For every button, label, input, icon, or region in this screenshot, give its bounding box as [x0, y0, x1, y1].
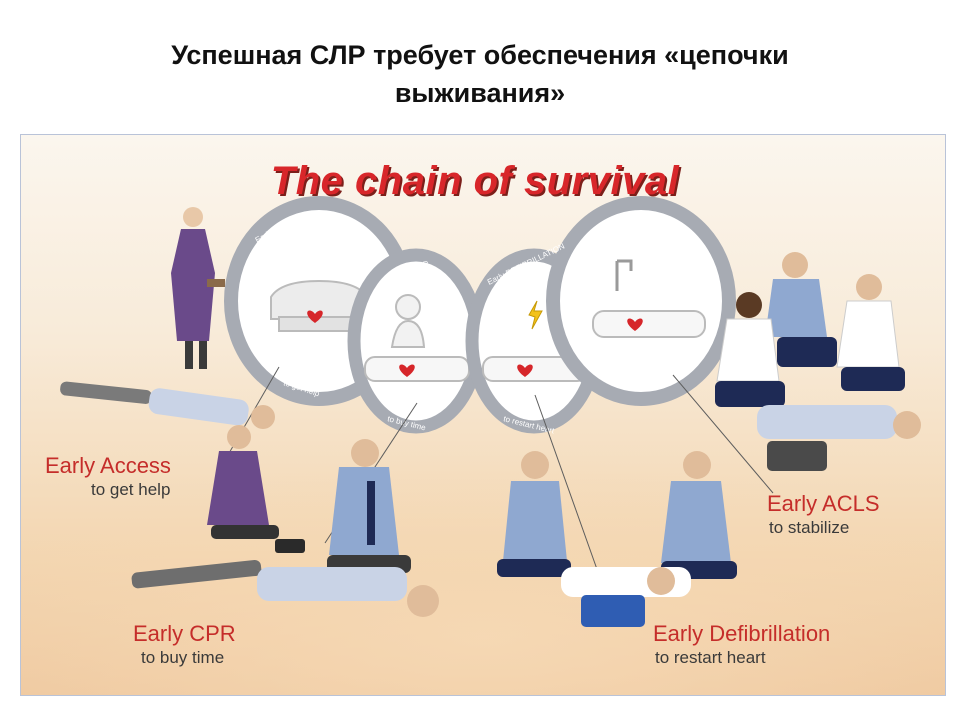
lightning-icon: [528, 300, 543, 330]
telephone-icon: [275, 539, 305, 553]
scene-lying-man-1: [60, 381, 275, 429]
patient-icon: [364, 356, 470, 382]
slide-title: Успешная СЛР требует обеспечения «цепочк…: [60, 36, 900, 112]
stage-early-access: Early Access to get help: [45, 453, 171, 501]
scene-acls-paramedics: [715, 252, 921, 471]
figure-illustration: Early ACCESS to get help Early CPR to bu…: [21, 196, 945, 695]
stage-subtitle: to get help: [91, 480, 171, 499]
monitor-icon: [767, 441, 827, 471]
stage-subtitle: to restart heart: [655, 648, 766, 667]
stage-subtitle: to stabilize: [769, 518, 850, 537]
iv-drip-icon: [615, 259, 633, 291]
scene-lying-man-2: [131, 560, 439, 617]
slide-title-line-1: Успешная СЛР требует обеспечения «цепочк…: [171, 40, 789, 70]
chain-of-survival-figure: Early ACCESS to get help Early CPR to bu…: [20, 134, 946, 696]
rescuer-icon: [390, 319, 426, 348]
slide-title-line-2: выживания»: [394, 78, 566, 108]
stage-name: Early ACLS: [767, 491, 880, 516]
scene-cpr-rescuer: [327, 439, 411, 573]
stage-early-defibrillation: Early Defibrillation to restart heart: [653, 621, 830, 669]
scene-bystander-phone: [171, 207, 225, 369]
scene-defibrillation: [497, 451, 737, 627]
defibrillator-icon: [581, 595, 645, 627]
chain-ring-cpr: [347, 248, 485, 434]
figure-title: The chain of survival: [270, 159, 680, 203]
stage-subtitle: to buy time: [141, 648, 225, 667]
patient-icon: [592, 310, 706, 338]
stage-early-acls: Early ACLS to stabilize: [767, 491, 880, 539]
stage-name: Early Access: [45, 453, 171, 478]
scene-caller-kneeling: [207, 425, 305, 553]
stage-name: Early Defibrillation: [653, 621, 831, 646]
stage-name: Early CPR: [133, 621, 236, 646]
chain-ring-acls: [546, 196, 736, 406]
stage-early-cpr: Early CPR to buy time: [133, 621, 236, 669]
